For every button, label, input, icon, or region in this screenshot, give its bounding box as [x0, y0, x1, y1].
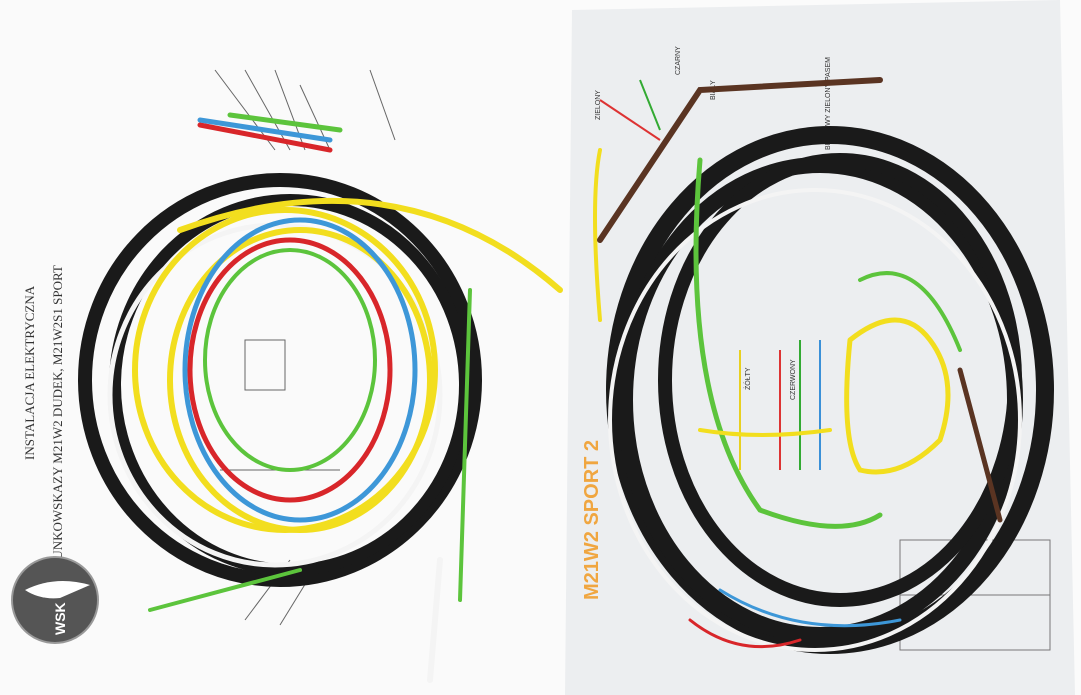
wire-label-green: ZIELONY — [595, 90, 602, 120]
left-harness-coil — [78, 112, 563, 683]
model-label: M21W2 SPORT 2 — [581, 440, 603, 600]
wire-label-black: CZARNY — [675, 46, 682, 75]
wire-label-red: CZERWONY — [790, 359, 797, 400]
wire-label-brown-green: BRĄZOWY ZIELONY PASEM — [825, 57, 832, 150]
sheet-subtitle: KIERUNKOWSKAZY M21W2 DUDEK, M21W2S1 SPOR… — [50, 265, 65, 590]
wire-label-yellow: ŻÓŁTY — [743, 367, 752, 390]
wsk-shop-logo: WSK — [11, 556, 99, 644]
sheet-title: INSTALACJA ELEKTRYCZNA — [22, 285, 37, 460]
right-harness-coil — [593, 77, 1054, 654]
svg-text:WSK: WSK — [52, 602, 68, 635]
